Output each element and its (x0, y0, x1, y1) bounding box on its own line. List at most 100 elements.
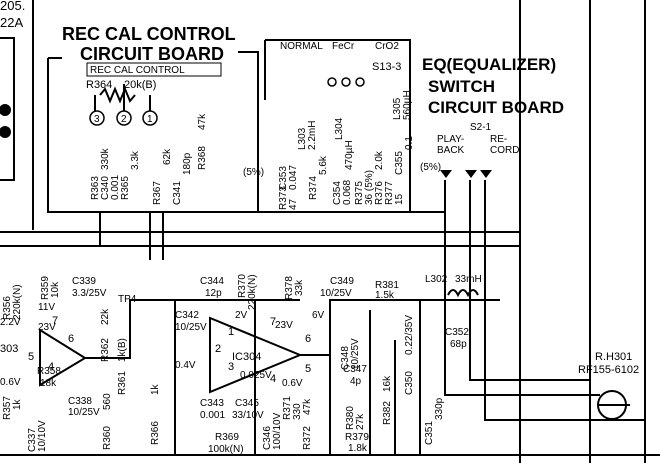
c350-value: 0.22/35V (404, 315, 415, 355)
s2-play: PLAY- (437, 134, 464, 145)
r379-value: 1.8k (348, 443, 368, 454)
r362-value: 22k (100, 308, 111, 325)
ic303-pin7: 7 (52, 315, 58, 327)
l302-value: 33mH (455, 274, 482, 285)
r361-ref: R361 (117, 371, 128, 395)
c349-value: 10/25V (320, 288, 352, 299)
rec-cal-subtitle: REC CAL CONTROL (90, 65, 185, 76)
voltage-2-2v: 2.2V (0, 317, 21, 328)
r369-ref: R369 (215, 432, 239, 443)
r364-ref: R364 (86, 79, 112, 91)
ic303-symbol (39, 328, 87, 387)
pin-1: 1 (147, 114, 153, 125)
switch-contact-cro2 (355, 77, 365, 87)
c342-ref: C342 (175, 310, 199, 321)
r370-value: 220k(N) (247, 274, 258, 310)
s2-cord: CORD (490, 145, 519, 156)
r373-value: 47 (288, 198, 299, 210)
switch-s13-3: S13-3 (372, 61, 401, 73)
r360-ref: R360 (102, 426, 113, 450)
c352-value: 68p (450, 339, 467, 350)
r381-value: 1.5k (375, 290, 395, 301)
switch-contact-normal (327, 77, 337, 87)
r356-ref: R356 (2, 296, 13, 320)
s2-re: RE- (490, 134, 507, 145)
r374-ref: R374 (308, 176, 319, 200)
r377-value: 15 (394, 193, 405, 205)
c346-value: 100/10V (272, 412, 283, 450)
r382-ref: R382 (382, 401, 393, 425)
r379-ref: R379 (345, 432, 369, 443)
switch-contacts (440, 170, 492, 178)
r380-ref: R380 (345, 406, 356, 430)
c337-value: 10/10V (37, 420, 48, 452)
voltage-2v: 2V (235, 310, 248, 321)
r359-ref: R359 (40, 276, 51, 300)
switch-contact-fecr (341, 77, 351, 87)
pin-3-circle (89, 110, 105, 126)
r363-value: 330k (100, 147, 111, 170)
l303-ref: L303 (297, 127, 308, 150)
c347-value: 4p (350, 376, 362, 387)
l302-ref: L302 (425, 274, 448, 285)
fragment-22a: 22A (0, 15, 23, 30)
c339-ref: C339 (72, 276, 96, 287)
r376-value: 2.0k (374, 150, 385, 170)
pin-2: 2 (121, 114, 127, 125)
r381-ref: R381 (375, 280, 399, 291)
ic304-ref: IC304 (232, 351, 261, 363)
tape-cro2: CrO2 (375, 41, 399, 52)
c355-value: 0.1 (404, 136, 415, 150)
tolerance-left: (5%) (243, 167, 264, 178)
fragment-205: 205. (0, 0, 25, 13)
c352-ref: C352 (445, 327, 469, 338)
r373-ref: R373 (278, 186, 289, 210)
voltage-0-6v-left: 0.6V (0, 377, 21, 388)
c346-ref: C346 (262, 426, 273, 450)
c354-value: 0.068 (342, 180, 353, 205)
l303-value: 2.2mH (307, 121, 318, 150)
voltage-0-025v: 0.025V (240, 370, 272, 381)
c355-ref: C355 (394, 151, 405, 175)
left-connector-box (0, 37, 15, 181)
c348-value: 10/25V (350, 338, 361, 370)
ic304-pin4: 4 (270, 373, 276, 385)
ic304-pin6: 6 (305, 333, 311, 345)
head-ref: R.H301 (595, 351, 632, 363)
c351-ref: C351 (424, 421, 435, 445)
pin-3: 3 (94, 114, 100, 125)
pin-1-circle (142, 110, 158, 126)
tape-normal: NORMAL (280, 41, 323, 52)
c349-ref: C349 (330, 276, 354, 287)
r375-ref: R375 (354, 181, 365, 205)
ic303-pin6: 6 (68, 333, 74, 345)
c341-value: 180p (182, 152, 193, 175)
rec-cal-title-1: REC CAL CONTROL (62, 24, 236, 44)
r376-ref: R376 (374, 181, 385, 205)
c353-value: 0.047 (288, 165, 299, 190)
eq-title-3: CIRCUIT BOARD (428, 98, 564, 117)
r371-ref: R371 (282, 396, 293, 420)
c344-value: 12p (205, 288, 222, 299)
r370-ref: R370 (237, 274, 248, 298)
ic304-pin5: 5 (305, 363, 311, 375)
c354-ref: C354 (332, 181, 343, 205)
r366-ref: R366 (150, 421, 161, 445)
c340-ref: C340 (100, 176, 111, 200)
c342-value: 10/25V (175, 322, 207, 333)
r366-value: 1k (150, 383, 161, 395)
tape-fecr: FeCr (332, 41, 355, 52)
r360-value: 560 (102, 393, 113, 410)
r377-ref: R377 (384, 181, 395, 205)
rec-cal-title-2: CIRCUIT BOARD (80, 44, 224, 64)
c338-ref: C338 (68, 396, 92, 407)
l305-value: 560µH (402, 90, 413, 120)
tolerance-right: (5%) (420, 162, 441, 173)
r361-value: 1k(B) (117, 338, 128, 362)
l302-symbol (447, 289, 479, 298)
c338-value: 10/25V (68, 407, 100, 418)
r375-value: 36 (5%) (364, 170, 375, 205)
c345-ref: C345 (235, 398, 259, 409)
r369-value: 100k(N) (208, 444, 244, 455)
